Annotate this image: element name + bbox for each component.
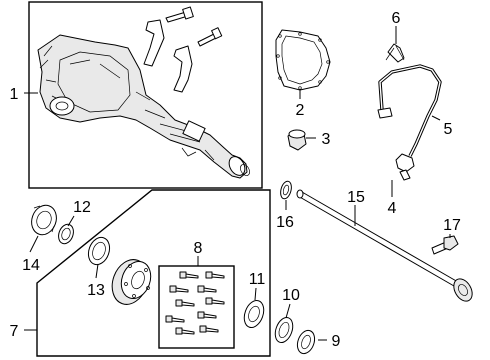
callout-5: 5 (444, 121, 453, 138)
axle-bearing (296, 329, 316, 355)
callout-12: 12 (73, 199, 91, 216)
callout-13: 13 (87, 282, 105, 299)
bolt-icon (175, 299, 195, 307)
bolt-icon (175, 327, 195, 335)
bolt-icon (199, 325, 219, 333)
hub-seal (243, 299, 265, 329)
bolt-icon (179, 271, 199, 279)
hose-clip (385, 43, 405, 63)
bolt-kit-frame (158, 265, 235, 349)
vent-fitting (395, 153, 415, 181)
axle-housing (37, 34, 250, 179)
callout-1: 1 (10, 86, 19, 103)
wheel-hub (111, 259, 152, 305)
callout-4: 4 (388, 200, 397, 217)
bolt-icon (169, 285, 189, 293)
callout-15: 15 (347, 189, 365, 206)
wheel-bolt (431, 235, 459, 255)
leader-lines (24, 26, 451, 341)
callout-14: 14 (22, 257, 40, 274)
outer-seal (31, 204, 57, 236)
callout-7: 7 (10, 323, 19, 340)
bolt-kit (165, 271, 225, 335)
fill-plug (287, 129, 307, 151)
bolt-icon (197, 311, 217, 319)
vent-hose (377, 64, 442, 157)
axle-shaft (296, 189, 473, 302)
callout-3: 3 (322, 131, 331, 148)
hub-kit-frame (36, 189, 271, 357)
callout-2: 2 (296, 102, 305, 119)
bolt-mid (197, 27, 223, 47)
bracket-lower (173, 45, 193, 93)
wheel-bearing (87, 236, 111, 266)
bolt-icon (197, 285, 217, 293)
cover-gasket (275, 29, 331, 91)
callout-8: 8 (194, 240, 203, 257)
inner-seal (58, 223, 74, 245)
bolt-icon (165, 315, 185, 323)
callout-11: 11 (249, 271, 266, 288)
axle-housing-frame (28, 1, 263, 189)
bolt-top (165, 6, 194, 23)
callout-6: 6 (392, 10, 401, 27)
bracket-upper (143, 19, 165, 67)
callout-10: 10 (282, 287, 300, 304)
callout-9: 9 (332, 333, 341, 350)
washer-seal (280, 180, 292, 200)
callout-17: 17 (443, 217, 461, 234)
bolt-icon (205, 271, 225, 279)
bolt-icon (205, 297, 225, 305)
callout-16: 16 (276, 214, 294, 231)
retainer-ring (274, 316, 294, 344)
